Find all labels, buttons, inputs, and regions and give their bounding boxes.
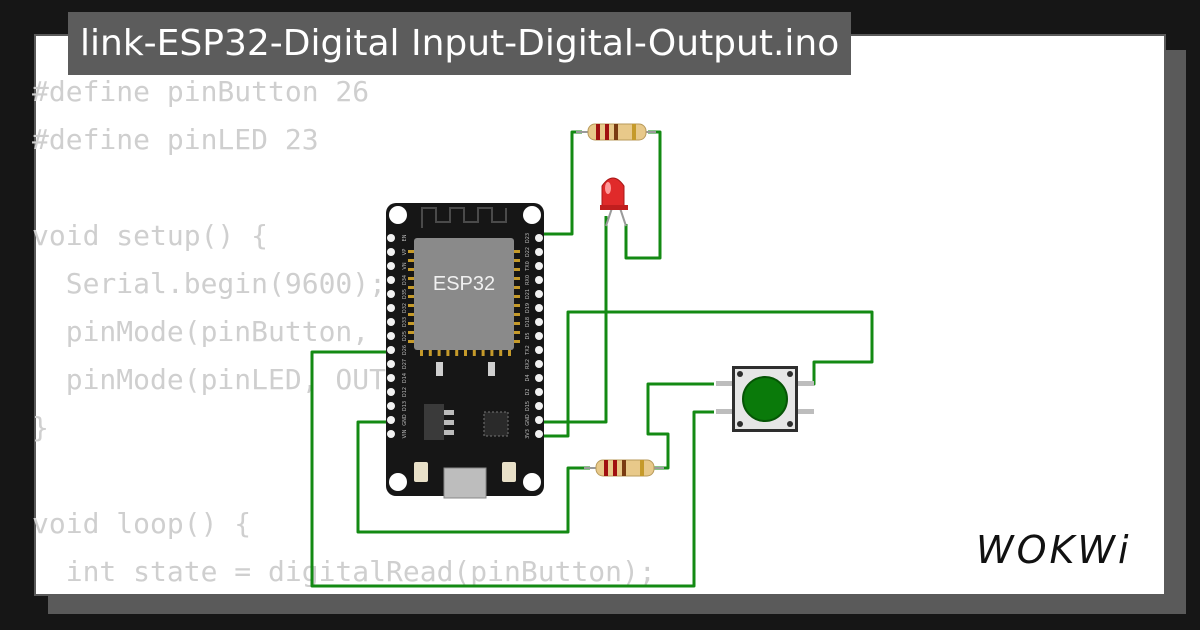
pin-label: GND (525, 414, 531, 426)
pin-d2[interactable] (535, 388, 543, 396)
wire-led-gnd (538, 216, 608, 424)
code-line: int state = digitalRead(pinButton); (32, 555, 656, 588)
pin-vp[interactable] (387, 248, 395, 256)
pin-label: D18 (525, 317, 531, 327)
wire-d23-resistor (538, 130, 582, 236)
wire-d26-button (310, 350, 714, 588)
resistor-bottom[interactable] (584, 459, 664, 477)
pin-d15[interactable] (535, 402, 543, 410)
wires (310, 130, 874, 588)
pin-label: D25 (402, 331, 408, 341)
pin-label: 3V3 (525, 429, 531, 439)
pin-label: VIN (402, 429, 408, 438)
pin-label: D21 (525, 289, 531, 299)
project-title: link-ESP32-Digital Input-Digital-Output.… (68, 12, 852, 75)
pin-label: D5 (525, 332, 531, 339)
pin-d19[interactable] (535, 304, 543, 312)
code-line: } (32, 411, 49, 444)
pin-label: D14 (402, 373, 408, 383)
pin-gnd[interactable] (387, 416, 395, 424)
pin-label: D22 (525, 247, 531, 257)
button-cap[interactable] (743, 377, 787, 421)
pin-rx2[interactable] (535, 360, 543, 368)
pin-vin[interactable] (387, 430, 395, 438)
pin-label: D23 (525, 233, 531, 243)
wire-resistor-d26 (356, 420, 590, 534)
pin-label: D35 (402, 289, 408, 299)
pin-d32[interactable] (387, 304, 395, 312)
pushbutton[interactable] (716, 366, 814, 432)
pin-d18[interactable] (535, 318, 543, 326)
code-line: void loop() { (32, 507, 252, 540)
pin-d4[interactable] (535, 374, 543, 382)
pin-d13[interactable] (387, 402, 395, 410)
pin-d23[interactable] (535, 234, 543, 242)
pin-label: TX0 (525, 261, 531, 272)
pin-d22[interactable] (535, 248, 543, 256)
pin-label: RX0 (525, 275, 531, 285)
wokwi-logo: WOKWi (976, 528, 1132, 572)
code-line: Serial.begin(9600); (32, 267, 387, 300)
led-red[interactable] (600, 177, 628, 227)
pin-label: D26 (402, 345, 408, 355)
code-line: void setup() { (32, 219, 269, 252)
pin-label: EN (402, 234, 408, 241)
pin-gnd[interactable] (535, 416, 543, 424)
pin-d34[interactable] (387, 276, 395, 284)
pin-d25[interactable] (387, 332, 395, 340)
pin-d21[interactable] (535, 290, 543, 298)
pin-d26[interactable] (387, 346, 395, 354)
pin-d27[interactable] (387, 360, 395, 368)
pin-d14[interactable] (387, 374, 395, 382)
wire-button-resistor (646, 382, 714, 470)
pin-label: D13 (402, 401, 408, 411)
pin-d33[interactable] (387, 318, 395, 326)
pin-label: D2 (525, 388, 531, 395)
pin-label: VP (402, 249, 408, 255)
wire-3v3-button (538, 310, 874, 438)
pin-label: D4 (525, 374, 531, 381)
pin-d5[interactable] (535, 332, 543, 340)
pin-en[interactable] (387, 234, 395, 242)
pin-d35[interactable] (387, 290, 395, 298)
pin-label: D34 (402, 275, 408, 285)
pin-3v3[interactable] (535, 430, 543, 438)
pin-label: D12 (402, 387, 408, 397)
pin-vn[interactable] (387, 262, 395, 270)
pin-label: RX2 (525, 359, 531, 369)
esp32-board[interactable]: ESP32 ENVPVND34D35D32D33D25D26D27D14D12D… (386, 203, 544, 499)
code-line: #define pinLED 23 (32, 123, 319, 156)
pin-label: D27 (402, 359, 408, 369)
pin-label: D19 (525, 303, 531, 313)
pin-tx0[interactable] (535, 262, 543, 270)
pin-d12[interactable] (387, 388, 395, 396)
pin-tx2[interactable] (535, 346, 543, 354)
wire-resistor-led (624, 130, 662, 260)
pin-rx0[interactable] (535, 276, 543, 284)
resistor-top[interactable] (576, 123, 656, 141)
pin-label: D33 (402, 317, 408, 327)
pin-label: D15 (525, 401, 531, 411)
chip-label: ESP32 (433, 273, 495, 295)
pin-label: TX2 (525, 345, 531, 356)
code-line: #define pinButton 26 (32, 75, 370, 108)
pin-label: D32 (402, 303, 408, 313)
pin-label: GND (402, 414, 408, 426)
pin-label: VN (402, 262, 408, 269)
